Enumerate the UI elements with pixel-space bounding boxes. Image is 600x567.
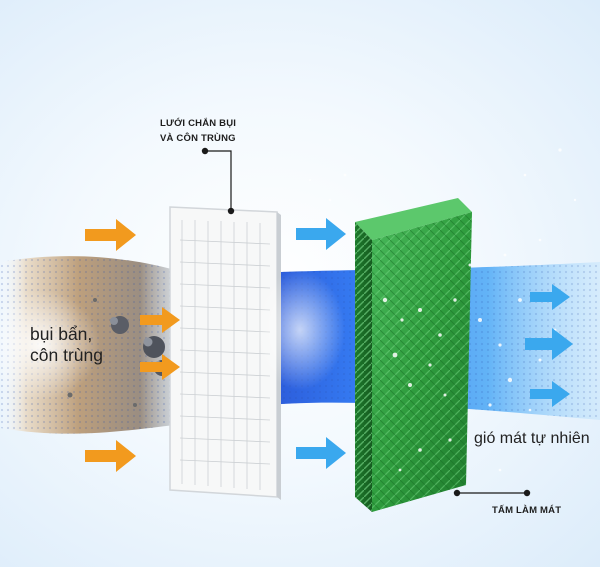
cooled-air-arrows — [296, 218, 573, 469]
blue-arrow-icon — [530, 381, 570, 407]
filter-callout-line1: LƯỚI CHẮN BỤI — [160, 118, 237, 129]
cooling-pad — [355, 198, 472, 512]
filter-callout-label: LƯỚI CHẮN BỤI VÀ CÔN TRÙNG — [160, 116, 270, 146]
incoming-air-arrows — [85, 219, 180, 472]
dust-haze-left — [0, 290, 100, 400]
dust-label: bụi bẩn, côn trùng — [30, 324, 103, 366]
dust-label-line2: côn trùng — [30, 345, 103, 365]
blue-arrow-icon — [530, 284, 570, 310]
dust-label-line1: bụi bẩn, — [30, 324, 93, 344]
orange-arrow-icon — [140, 354, 180, 380]
orange-arrow-icon — [85, 219, 136, 251]
mist-spray — [255, 270, 345, 390]
cool-air-label: gió mát tự nhiên — [474, 430, 590, 447]
cooling-pad-label: TẤM LÀM MÁT — [492, 505, 562, 516]
blue-arrow-icon — [525, 328, 573, 360]
blue-arrow-icon — [296, 218, 346, 250]
filter-callout-line2: VÀ CÔN TRÙNG — [160, 133, 236, 144]
orange-arrow-icon — [85, 440, 136, 472]
pad-callout-leader — [453, 489, 531, 497]
blue-arrow-icon — [296, 437, 346, 469]
orange-arrow-icon — [140, 307, 180, 333]
filter-callout-leader — [201, 147, 235, 215]
